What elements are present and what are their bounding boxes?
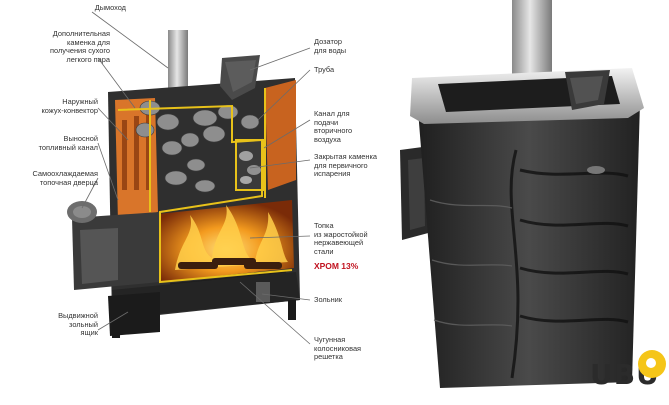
- label-ash-pit: Зольник: [314, 295, 343, 304]
- logo-dot-icon: [638, 350, 666, 378]
- label-water-dispenser: Дозатор для воды: [314, 37, 347, 55]
- product-body: [418, 102, 640, 388]
- label-door: Самоохлаждаемая топочная дверца: [32, 169, 98, 187]
- label-secondary-air: Канал для подачи вторичного воздуха: [314, 109, 353, 144]
- label-grate: Чугунная колосниковая решетка: [314, 335, 362, 362]
- callout-lines: [81, 11, 311, 345]
- ash-drawer: [108, 292, 160, 336]
- product-stove: [400, 0, 644, 388]
- stones: [135, 100, 260, 193]
- label-ash-box: Выдвижной зольный ящик: [58, 311, 98, 338]
- label-steel-grade: ХРОМ 13%: [314, 261, 359, 271]
- label-chimney: Дымоход: [94, 3, 126, 12]
- cutaway-stove: [67, 30, 300, 338]
- label-remote-channel: Выносной топливный канал: [38, 134, 98, 152]
- label-pipe: Труба: [314, 65, 335, 74]
- label-convector: Наружный кожух-конвектор: [41, 97, 98, 115]
- label-firebox: Топка из жаростойкой нержавеющей стали: [314, 221, 368, 256]
- label-extra-stones: Дополнительная каменка для получения сух…: [50, 29, 110, 64]
- label-closed-stones: Закрытая каменка для первичного испарени…: [314, 152, 377, 179]
